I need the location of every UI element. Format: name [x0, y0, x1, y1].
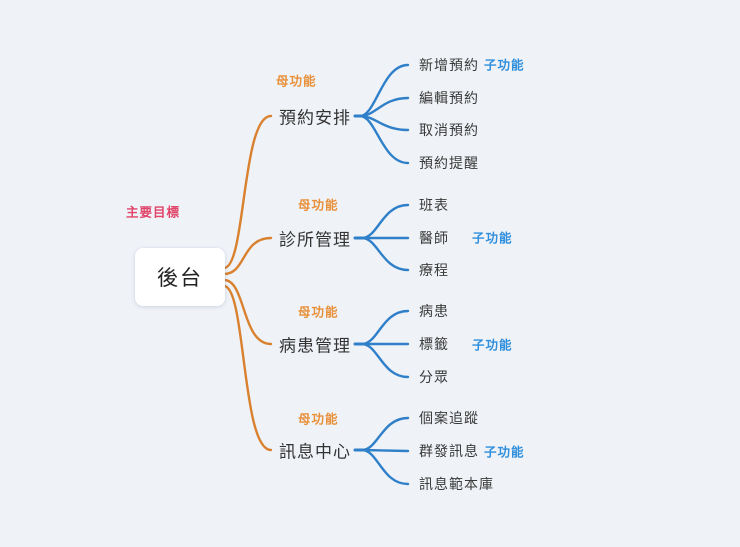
- leaf-edge: [360, 203, 410, 240]
- leaf-edge: [360, 448, 410, 486]
- leaf-edge: [358, 114, 410, 165]
- leaf-node-2-3[interactable]: 療程: [419, 262, 449, 278]
- root-to-branch-edge: [222, 236, 273, 276]
- leaf-edge: [360, 448, 410, 453]
- leaf-edge: [358, 63, 410, 118]
- leaf-node-2-2[interactable]: 醫師: [419, 230, 449, 246]
- leaf-node-4-2[interactable]: 群發訊息: [419, 443, 479, 459]
- leaf-node-1-3[interactable]: 取消預約: [419, 122, 479, 138]
- leaf-node-3-2[interactable]: 標籤: [419, 336, 449, 352]
- branch-node-3[interactable]: 病患管理: [279, 336, 351, 356]
- leaf-edge: [360, 236, 410, 272]
- branch-node-2[interactable]: 診所管理: [279, 230, 351, 250]
- leaf-node-3-3[interactable]: 分眾: [419, 369, 449, 385]
- leaf-node-4-1[interactable]: 個案追蹤: [419, 410, 479, 426]
- leaf-node-1-2[interactable]: 編輯預約: [419, 90, 479, 106]
- root-to-branch-edge: [222, 284, 273, 452]
- leaf-edge: [358, 114, 410, 132]
- tag-child-function-4: 子功能: [484, 445, 525, 460]
- leaf-edge: [360, 309, 410, 346]
- tag-parent-function-2: 母功能: [298, 198, 339, 213]
- leaf-edges: [353, 63, 410, 486]
- root-node[interactable]: 後台: [135, 248, 225, 306]
- root-branch-edges: [222, 114, 273, 452]
- tag-child-function-1: 子功能: [484, 58, 525, 73]
- leaf-edge: [360, 342, 410, 379]
- branch-node-1[interactable]: 預約安排: [279, 108, 351, 128]
- tag-parent-function-1: 母功能: [276, 74, 317, 89]
- leaf-node-4-3[interactable]: 訊息範本庫: [419, 476, 494, 492]
- tag-child-function-3: 子功能: [472, 338, 513, 353]
- leaf-node-3-1[interactable]: 病患: [419, 303, 449, 319]
- tag-parent-function-4: 母功能: [298, 412, 339, 427]
- leaf-edge: [358, 96, 410, 118]
- leaf-node-1-1[interactable]: 新增預約: [419, 57, 479, 73]
- tag-child-function-2: 子功能: [472, 231, 513, 246]
- tag-main-goal: 主要目標: [126, 205, 181, 220]
- tag-parent-function-3: 母功能: [298, 305, 339, 320]
- root-to-branch-edge: [222, 278, 273, 346]
- branch-node-4[interactable]: 訊息中心: [279, 442, 351, 462]
- leaf-node-1-4[interactable]: 預約提醒: [419, 155, 479, 171]
- leaf-node-2-1[interactable]: 班表: [419, 197, 449, 213]
- root-to-branch-edge: [222, 114, 273, 270]
- leaf-edge: [360, 416, 410, 452]
